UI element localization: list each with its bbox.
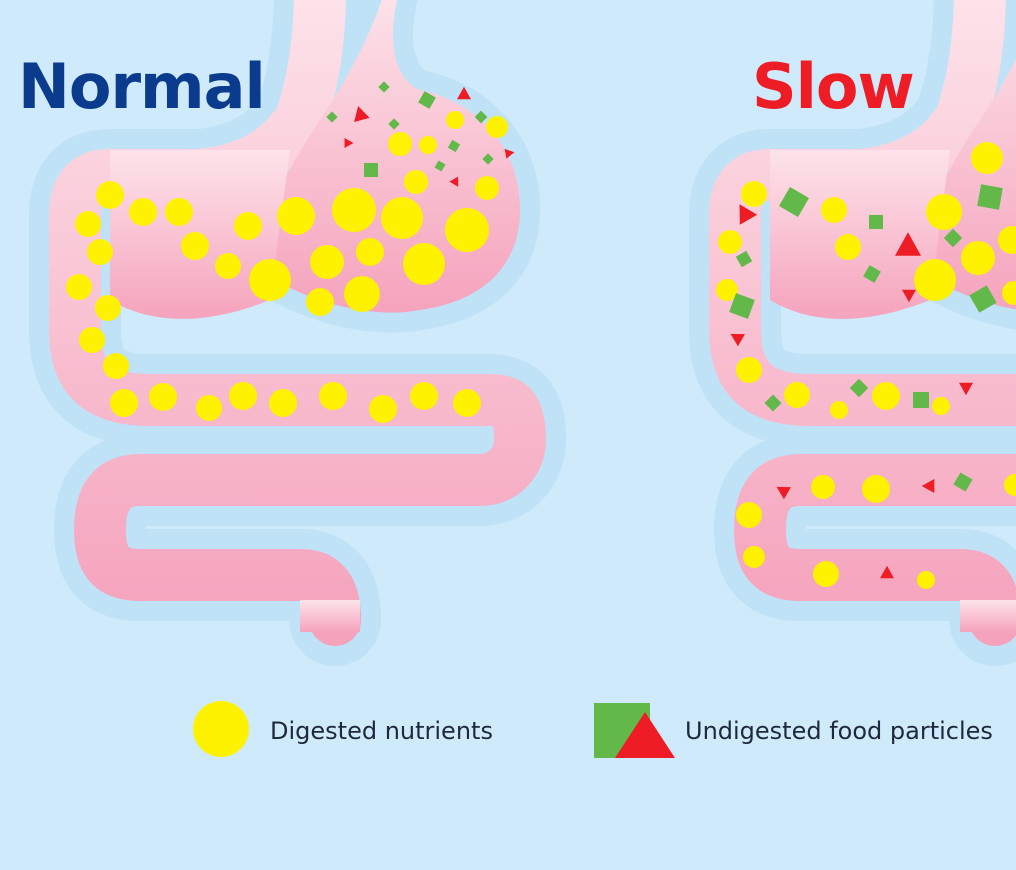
nutrient-dot — [310, 245, 344, 279]
nutrient-dot — [356, 238, 384, 266]
nutrient-dot — [718, 230, 742, 254]
nutrient-dot — [344, 276, 380, 312]
slow-title: Slow — [752, 56, 914, 118]
nutrient-dot — [835, 234, 861, 260]
nutrient-dot — [419, 136, 437, 154]
nutrient-dot — [932, 397, 950, 415]
nutrient-dot — [249, 259, 291, 301]
nutrient-dot — [743, 546, 765, 568]
nutrient-dot — [811, 475, 835, 499]
nutrient-dot — [181, 232, 209, 260]
nutrient-dot — [95, 295, 121, 321]
nutrient-dot — [381, 197, 423, 239]
nutrient-dot — [741, 181, 767, 207]
nutrient-dot — [453, 389, 481, 417]
nutrient-dot — [971, 142, 1003, 174]
nutrient-dot — [196, 395, 222, 421]
nutrient-dot — [388, 132, 412, 156]
nutrient-dot — [96, 181, 124, 209]
nutrient-dot — [87, 239, 113, 265]
nutrient-dot — [926, 194, 962, 230]
nutrient-dot — [445, 208, 489, 252]
nutrient-dot — [914, 259, 956, 301]
nutrient-dot — [149, 383, 177, 411]
green-particle — [869, 215, 883, 229]
nutrient-dot — [917, 571, 935, 589]
green-particle — [364, 163, 378, 177]
nutrient-dot — [736, 502, 762, 528]
nutrient-dot — [821, 197, 847, 223]
normal-title: Normal — [18, 56, 265, 118]
nutrient-dot — [862, 475, 890, 503]
nutrient-dot — [103, 353, 129, 379]
nutrient-dot — [486, 116, 508, 138]
nutrient-dot — [403, 243, 445, 285]
nutrient-dot — [369, 395, 397, 423]
nutrient-dot — [410, 382, 438, 410]
nutrient-dot — [404, 170, 428, 194]
nutrient-dot — [830, 401, 848, 419]
nutrient-dot — [277, 197, 315, 235]
nutrient-dot — [66, 274, 92, 300]
nutrient-dot — [475, 176, 499, 200]
legend-label-nutrients: Digested nutrients — [270, 719, 493, 743]
food-particle-icon — [594, 703, 675, 758]
nutrient-dot — [306, 288, 334, 316]
legend-label-particles: Undigested food particles — [685, 719, 993, 743]
nutrient-dot — [332, 188, 376, 232]
nutrient-dot — [75, 211, 101, 237]
green-particle — [977, 184, 1002, 209]
nutrient-dot — [215, 253, 241, 279]
nutrient-dot — [129, 198, 157, 226]
nutrient-dot — [234, 212, 262, 240]
nutrient-dot — [229, 382, 257, 410]
nutrient-dot — [784, 382, 810, 408]
nutrient-dot — [165, 198, 193, 226]
green-particle — [913, 392, 929, 408]
nutrient-dot — [872, 382, 900, 410]
nutrient-dot — [110, 389, 138, 417]
nutrient-circle-icon — [193, 701, 249, 757]
nutrient-dot — [269, 389, 297, 417]
nutrient-dot — [813, 561, 839, 587]
nutrient-dot — [736, 357, 762, 383]
nutrient-dot — [961, 241, 995, 275]
nutrient-dot — [79, 327, 105, 353]
nutrient-dot — [446, 111, 464, 129]
nutrient-dot — [319, 382, 347, 410]
